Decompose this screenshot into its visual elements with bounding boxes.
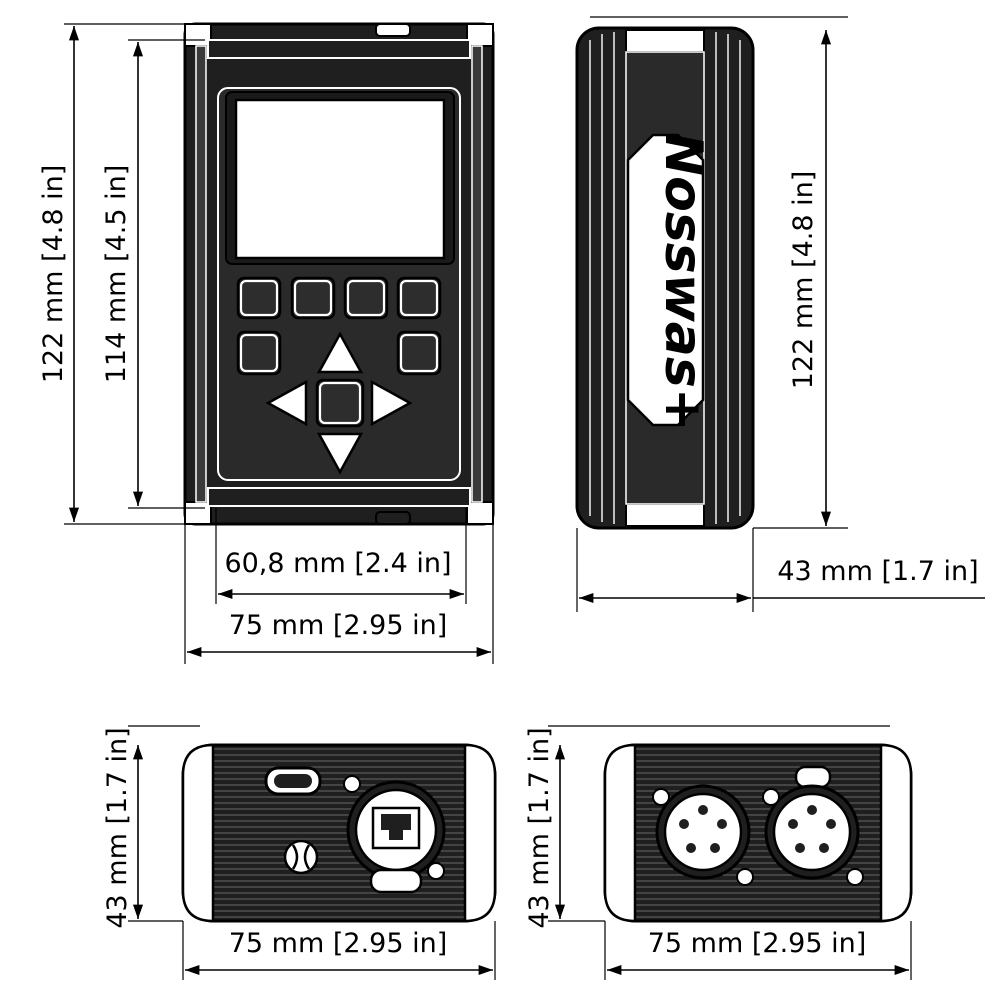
side-depth-label: 43 mm [1.7 in] [777,556,978,587]
end-view-usb-ethernet [181,743,497,923]
end-view-xlr [603,743,913,923]
front-height-inner-label: 114 mm [4.5 in] [101,165,132,384]
square-button [343,276,389,320]
end-view-left-dimensions [128,725,496,980]
square-button [396,330,442,376]
end-right-height-label: 43 mm [1.7 in] [524,727,555,928]
xlr-connector-icon [663,792,743,872]
end-left-height-label: 43 mm [1.7 in] [102,727,133,928]
top-clip [375,23,411,37]
front-width-inner-label: 60,8 mm [2.4 in] [224,548,451,579]
bottom-clip [375,511,411,525]
display-screen [234,98,446,260]
mount-screw-icon [283,839,319,875]
square-button [290,276,336,320]
logo-plate [626,133,705,427]
side-dimensions [576,16,985,612]
end-view-right-dimensions [548,725,912,980]
xlr-connector-icon [772,792,852,872]
end-right-width-label: 75 mm [2.95 in] [648,928,867,959]
logo-text: Nosswas+ [653,133,713,432]
center-button [315,378,365,428]
front-dimensions [64,23,494,664]
right-arrow-button [370,379,413,427]
square-button [396,276,442,320]
up-arrow-button [316,331,364,374]
down-arrow-button [316,432,364,475]
front-view [183,22,495,526]
end-left-width-label: 75 mm [2.95 in] [229,928,448,959]
side-view: Nosswas+ [575,26,755,530]
left-arrow-button [265,379,308,427]
square-button [236,276,282,320]
front-height-outer-label: 122 mm [4.8 in] [38,165,69,384]
side-height-label: 122 mm [4.8 in] [788,171,819,390]
front-width-outer-label: 75 mm [2.95 in] [229,610,448,641]
square-button [236,330,282,376]
